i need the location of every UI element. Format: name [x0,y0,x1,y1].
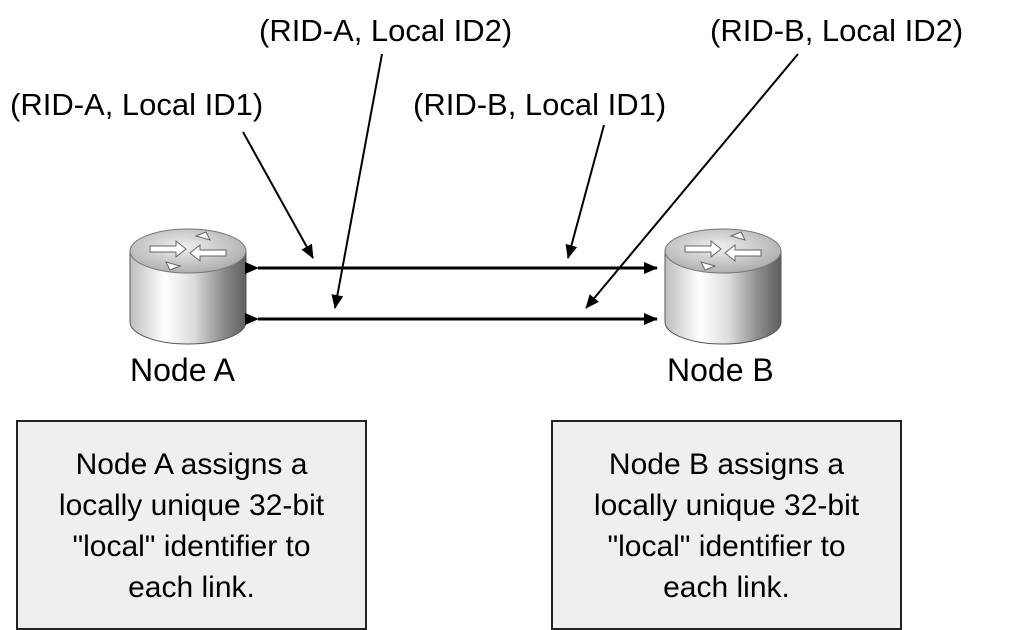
note-b-line-1: Node B assigns a [608,448,845,481]
note-b-line-2: locally unique 32-bit [593,489,860,522]
router-icon-node-a [129,228,247,345]
leader-arrow-rid-b-local-id1 [565,124,605,259]
label-rid-b-local-id1: (RID-B, Local ID1) [413,87,667,122]
note-b-line-4: each link. [663,571,790,604]
note-a-line-4: each link. [128,571,255,604]
label-rid-a-local-id2: (RID-A, Local ID2) [259,13,513,48]
node-a-label: Node A [130,352,235,388]
leader-arrow-rid-b-local-id2 [585,53,799,309]
note-box-node-b: Node B assigns a locally unique 32-bit "… [551,420,902,630]
label-rid-a-local-id1: (RID-A, Local ID1) [10,87,264,122]
note-a-line-2: locally unique 32-bit [58,489,325,522]
note-a-line-3: "local" identifier to [72,530,311,563]
label-rid-b-local-id2: (RID-B, Local ID2) [710,13,964,48]
node-b-label: Node B [667,352,774,388]
router-icon-node-b [664,228,782,345]
note-box-node-a: Node A assigns a locally unique 32-bit "… [16,420,367,630]
leader-arrow-rid-a-local-id1 [242,131,314,259]
note-a-line-1: Node A assigns a [75,448,308,481]
note-b-line-3: "local" identifier to [607,530,846,563]
leader-arrow-rid-a-local-id2 [331,53,383,309]
